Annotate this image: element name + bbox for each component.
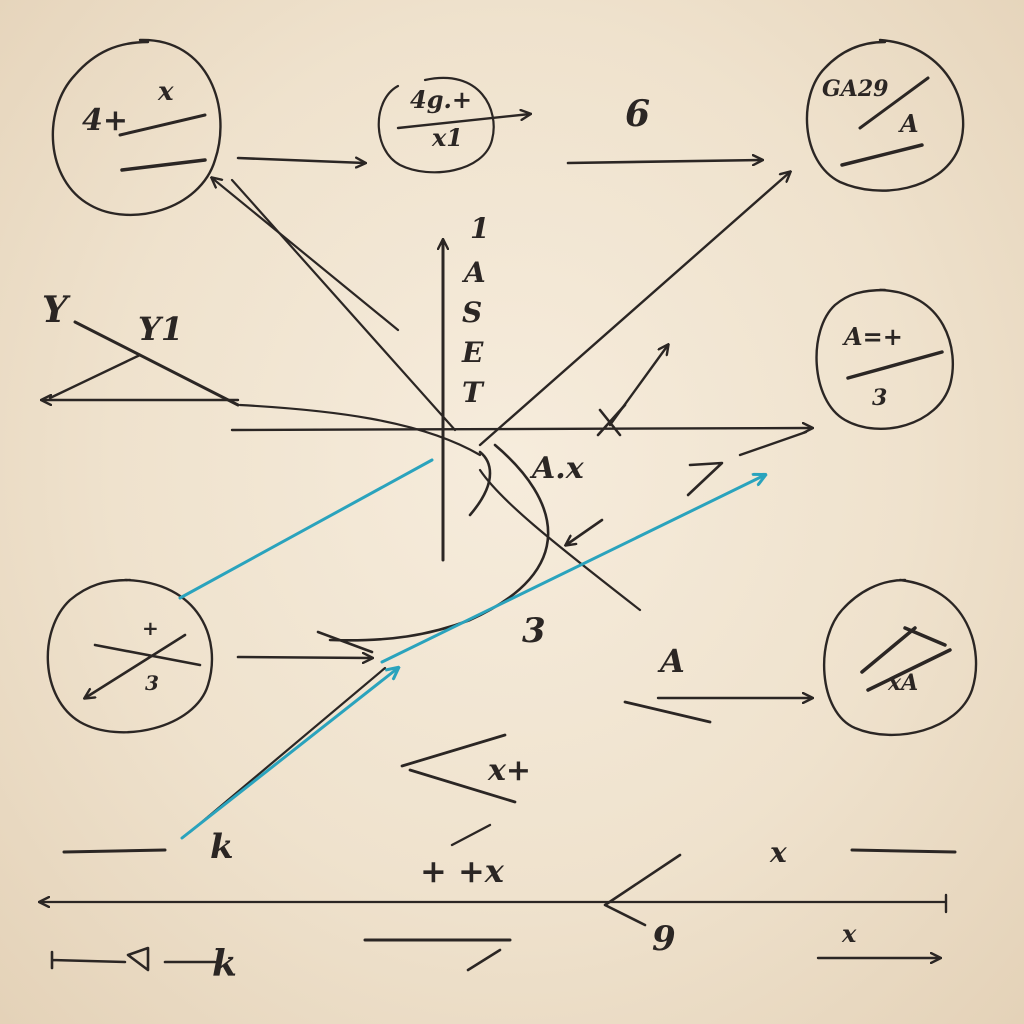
circle-label: 4g.+: [410, 85, 472, 114]
circle-node-bottom-left: + 3: [46, 578, 214, 734]
label-x-bar: x: [769, 836, 787, 869]
circle-node-bottom-right: xA: [822, 578, 978, 737]
circle-label: 3: [145, 671, 159, 695]
circle-label: 3: [872, 385, 887, 411]
circle-label: x1: [431, 123, 463, 152]
sketch-arrows: [40, 158, 957, 972]
label-y: Y: [42, 289, 71, 331]
axis-label: E: [461, 336, 484, 369]
label-y1: Y1: [138, 310, 183, 348]
circle-label: +: [142, 616, 159, 640]
circle-label: xA: [887, 670, 918, 696]
label-x-bottom-right: x: [841, 919, 857, 948]
label-k: k: [210, 827, 234, 867]
label-a: A: [657, 642, 685, 680]
axis-label: A: [461, 256, 486, 289]
label-ax: A.x: [529, 451, 585, 486]
label-k-bottom: k: [212, 943, 237, 985]
label-nine: 9: [652, 919, 676, 959]
axis-label: 1: [470, 212, 489, 245]
circle-label: A: [898, 109, 919, 138]
sketch-labels: 6 Y Y1 A.x 3 A x+ k + +x x 9 k x: [42, 93, 857, 985]
highlight-arrows: [178, 458, 765, 840]
label-xt: x+: [487, 753, 531, 788]
circle-node-mid-right: A=+ 3: [815, 288, 954, 430]
label-six: 6: [625, 93, 650, 135]
circle-label: 4+: [82, 103, 128, 138]
circle-node-top-right: GA29 A: [805, 38, 965, 192]
label-plus-plus-x: + +x: [420, 852, 505, 890]
circle-node-top-middle: 4g.+ x1: [377, 76, 530, 174]
circle-node-top-left: 4+ x: [51, 38, 222, 217]
circle-label: x: [157, 77, 174, 107]
axis-label: T: [462, 376, 485, 409]
coordinate-axes: 1 A S E T: [230, 212, 812, 562]
circle-label: GA29: [822, 76, 888, 102]
label-three: 3: [522, 611, 546, 651]
axis-label: S: [462, 296, 482, 329]
circle-label: A=+: [842, 322, 903, 351]
